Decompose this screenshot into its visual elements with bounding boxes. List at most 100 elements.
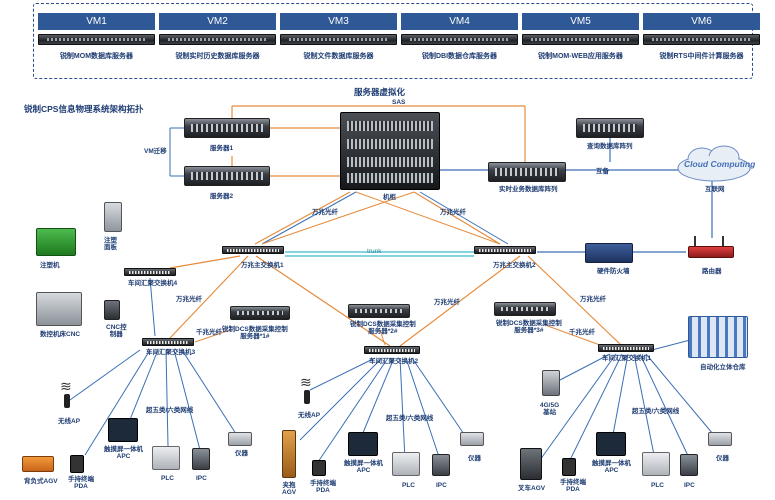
vm-server-label: 锐制MOM数据库服务器 bbox=[59, 53, 134, 60]
dcs-server-1 bbox=[230, 306, 290, 320]
plc-3 bbox=[642, 452, 670, 476]
realtime-array bbox=[488, 162, 566, 182]
plc-2-label: PLC bbox=[402, 482, 415, 489]
server-1 bbox=[184, 118, 270, 138]
base-station bbox=[542, 370, 560, 396]
wireless-ap-1-label: 无线AP bbox=[58, 418, 81, 425]
cabinet-label: 机柜 bbox=[383, 194, 396, 201]
instrument-3-label: 仪器 bbox=[716, 455, 729, 462]
vm-tile: VM3 锐制文件数据库服务器 bbox=[280, 13, 397, 61]
rack-server-icon bbox=[401, 34, 518, 45]
rack-server-icon bbox=[280, 34, 397, 45]
base-station-label: 4G/5G 基站 bbox=[540, 402, 560, 417]
instrument-2-label: 仪器 bbox=[468, 455, 481, 462]
cable-label-a: 超五类/六类网线 bbox=[146, 407, 194, 414]
cnc-machine bbox=[36, 292, 82, 326]
touch-apc-1 bbox=[108, 418, 138, 442]
agv-clamp bbox=[282, 430, 296, 478]
vm-tab: VM4 bbox=[401, 13, 518, 30]
vm-tab: VM2 bbox=[159, 13, 276, 30]
firewall-label: 硬件防火墙 bbox=[597, 268, 630, 275]
cnc-machine-label: 数控机床CNC bbox=[40, 331, 81, 338]
router-label: 路由器 bbox=[702, 268, 722, 275]
auto-warehouse-label: 自动化立体仓库 bbox=[700, 364, 746, 371]
rack-server-icon bbox=[643, 34, 760, 45]
dcs-server-2 bbox=[348, 304, 410, 318]
plc-2 bbox=[392, 452, 420, 476]
instrument-3 bbox=[708, 432, 732, 446]
vm-tile: VM1 锐制MOM数据库服务器 bbox=[38, 13, 155, 61]
query-array-label: 查询数据库阵列 bbox=[587, 143, 633, 150]
instrument-1 bbox=[228, 432, 252, 446]
injection-panel-label: 注塑 面板 bbox=[104, 237, 117, 252]
agv-backpack-label: 背负式AGV bbox=[24, 478, 58, 485]
touch-apc-2-label: 触摸屏一体机 APC bbox=[344, 460, 383, 475]
wireless-ap-2 bbox=[304, 390, 310, 404]
agv-fork bbox=[520, 448, 542, 480]
agv-clamp-label: 夹抱 AGV bbox=[282, 482, 297, 497]
realtime-array-label: 实时业务数据库阵列 bbox=[499, 186, 558, 193]
virtualization-label: 服务器虚拟化 bbox=[354, 87, 406, 97]
vm-tab: VM3 bbox=[280, 13, 397, 30]
server-2-label: 服务器2 bbox=[210, 193, 234, 200]
dcs-server-1-label: 锐制DCS数据采集控制 服务器*1# bbox=[222, 326, 288, 341]
rack-server-icon bbox=[159, 34, 276, 45]
workshop-agg-switch-2 bbox=[364, 346, 420, 354]
ipc-3 bbox=[680, 454, 698, 476]
cloud-text: Cloud Computing bbox=[684, 159, 756, 169]
auto-warehouse bbox=[688, 316, 748, 358]
workshop-agg-switch-1-label: 车间汇聚交换机1 bbox=[602, 355, 652, 362]
cabinet bbox=[340, 112, 440, 190]
injection-machine-label: 注塑机 bbox=[40, 262, 60, 269]
pda-1-label: 手持终端 PDA bbox=[68, 476, 94, 491]
gigabit-label-c: 千兆光纤 bbox=[569, 329, 595, 336]
dcs-server-3-label: 锐制DCS数据采集控制 服务器*3# bbox=[496, 320, 562, 335]
gigabit-label-a: 千兆光纤 bbox=[196, 329, 222, 336]
core-switch-1 bbox=[222, 246, 284, 254]
core-switch-2 bbox=[474, 246, 536, 254]
wireless-ap-1 bbox=[64, 394, 70, 408]
workshop-agg-switch-2-label: 车间汇聚交换机2 bbox=[369, 358, 419, 365]
vm-server-label: 锐制实时历史数据库服务器 bbox=[175, 53, 260, 60]
ipc-1 bbox=[192, 448, 210, 470]
mutual-backup-label: 互备 bbox=[596, 168, 609, 175]
touch-apc-2 bbox=[348, 432, 378, 456]
plc-1-label: PLC bbox=[161, 475, 174, 482]
instrument-2 bbox=[460, 432, 484, 446]
rack-server-icon bbox=[38, 34, 155, 45]
agv-fork-label: 叉车AGV bbox=[518, 485, 546, 492]
touch-apc-1-label: 触摸屏一体机 APC bbox=[104, 446, 143, 461]
vm-server-label: 锐制DBI数据仓库服务器 bbox=[421, 53, 498, 60]
vm-migration-label: VM迁移 bbox=[144, 148, 167, 155]
hardware-firewall bbox=[585, 243, 633, 263]
server-1-label: 服务器1 bbox=[210, 145, 234, 152]
agv-backpack bbox=[22, 456, 54, 472]
ipc-3-label: IPC bbox=[684, 482, 695, 489]
workshop-agg-switch-3 bbox=[142, 338, 194, 346]
injection-panel bbox=[104, 202, 122, 232]
pda-2-label: 手持终端 PDA bbox=[310, 480, 336, 495]
cloud-icon bbox=[674, 144, 756, 182]
vm-server-label: 锐制RTS中间件计算服务器 bbox=[659, 53, 744, 60]
vm-server-label: 锐制MOM-WEB应用服务器 bbox=[538, 53, 623, 60]
trunk-label: trunk bbox=[367, 248, 382, 255]
pda-1 bbox=[70, 455, 84, 473]
plc-3-label: PLC bbox=[651, 482, 664, 489]
instrument-1-label: 仪器 bbox=[235, 450, 248, 457]
rack-server-icon bbox=[522, 34, 639, 45]
workshop-agg-switch-3-label: 车间汇聚交换机3 bbox=[146, 349, 196, 356]
wifi-icon-2: ≋ bbox=[300, 374, 312, 390]
workshop-agg-switch-4-label: 车间汇聚交换机4 bbox=[128, 280, 178, 287]
vm-tab: VM1 bbox=[38, 13, 155, 30]
fiber-label-b: 万兆光纤 bbox=[434, 299, 460, 306]
vm-server-label: 锐制文件数据库服务器 bbox=[303, 53, 374, 60]
core-switch-1-label: 万兆主交换机1 bbox=[241, 262, 284, 269]
cable-label-c: 超五类/六类网线 bbox=[632, 408, 680, 415]
diagram-title: 锐制CPS信息物理系统架构拓扑 bbox=[24, 104, 144, 114]
fiber-label-a: 万兆光纤 bbox=[176, 296, 202, 303]
touch-apc-3 bbox=[596, 432, 626, 456]
core-switch-2-label: 万兆主交换机2 bbox=[493, 262, 536, 269]
pda-3-label: 手持终端 PDA bbox=[560, 479, 586, 494]
cable-label-b: 超五类/六类网线 bbox=[386, 415, 434, 422]
